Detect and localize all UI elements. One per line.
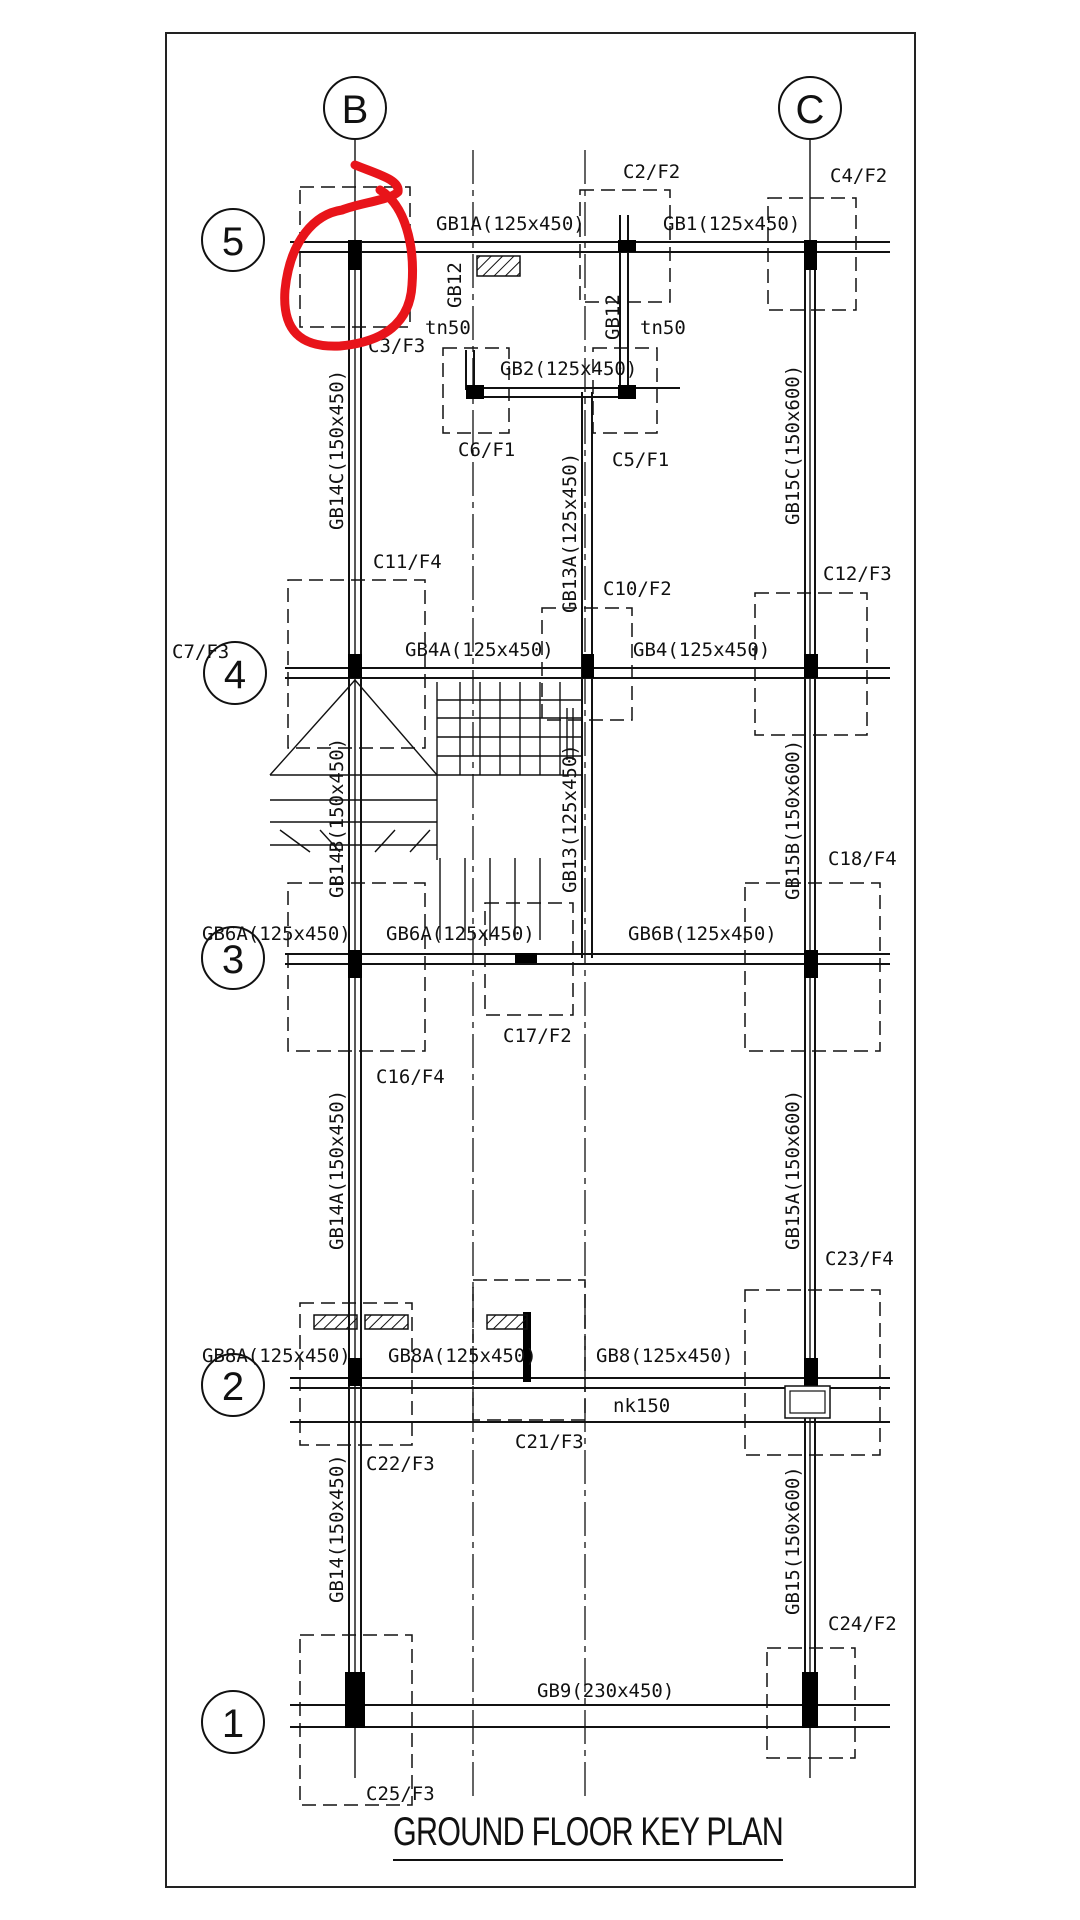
- sheet-border: [165, 32, 916, 1888]
- column-label: C12/F3: [823, 563, 892, 585]
- grid-label-c: C: [796, 88, 825, 132]
- grid-column-c: C: [778, 76, 842, 140]
- beam-label: GB14(150x450): [326, 1454, 348, 1603]
- beam-label: GB6A(125x450): [386, 923, 535, 945]
- column-label: C22/F3: [366, 1453, 435, 1475]
- columns: [345, 240, 818, 1728]
- beam-label: GB1A(125x450): [436, 213, 585, 235]
- beam-label: GB15C(150x600): [782, 365, 804, 525]
- beam-label: GB12: [602, 294, 624, 340]
- drawing-title: GROUND FLOOR KEY PLAN: [393, 1810, 784, 1861]
- column-label: C21/F3: [515, 1431, 584, 1453]
- grid-label-1: 1: [222, 1702, 244, 1746]
- grid-label-3: 3: [222, 938, 244, 982]
- beam-label: nk150: [613, 1395, 670, 1417]
- beam-label: tn50: [640, 317, 686, 339]
- beam-label: GB14C(150x450): [326, 370, 348, 530]
- beam-label: GB1(125x450): [663, 213, 800, 235]
- hatched-elements: [313, 255, 831, 1419]
- beam-label: GB2(125x450): [500, 358, 637, 380]
- staircase: [269, 679, 582, 940]
- beam-label: GB13(125x450): [559, 744, 581, 893]
- grid-label-5: 5: [222, 220, 244, 264]
- grid-row-5: 5: [201, 208, 265, 272]
- grid-column-b: B: [323, 76, 387, 140]
- column-label: C16/F4: [376, 1066, 445, 1088]
- column-label: C24/F2: [828, 1613, 897, 1635]
- column-label: C10/F2: [603, 578, 672, 600]
- vertical-beams: [348, 215, 816, 1722]
- beam-label: GB15A(150x600): [782, 1090, 804, 1250]
- beam-labels: GB1A(125x450) GB1(125x450) GB2(125x450) …: [202, 213, 800, 1702]
- grid-row-4: 4: [203, 641, 267, 705]
- column-footing-labels: C2/F2 C4/F2 C3/F3 C6/F1 C5/F1 C11/F4 C10…: [172, 161, 897, 1805]
- grid-label-b: B: [342, 88, 369, 132]
- beam-label: GB8A(125x450): [202, 1345, 351, 1367]
- vertical-beam-labels: GB12 GB12 GB14C(150x450) GB15C(150x600) …: [326, 262, 804, 1615]
- grid-row-3: 3: [201, 926, 265, 990]
- grid-label-2: 2: [222, 1365, 244, 1409]
- beam-label: GB15(150x600): [782, 1466, 804, 1615]
- red-markup-circle: [280, 160, 417, 351]
- beam-label: GB8A(125x450): [388, 1345, 537, 1367]
- column-label: C17/F2: [503, 1025, 572, 1047]
- beam-label: GB15B(150x600): [782, 740, 804, 900]
- beam-label: GB6A(125x450): [202, 923, 351, 945]
- beam-label: GB6B(125x450): [628, 923, 777, 945]
- beam-label: GB8(125x450): [596, 1345, 733, 1367]
- column-label: C5/F1: [612, 449, 669, 471]
- footings: [287, 186, 881, 1806]
- beam-label: GB14B(150x450): [326, 738, 348, 898]
- column-label: C11/F4: [373, 551, 442, 573]
- grid-row-2: 2: [201, 1353, 265, 1417]
- column-label: C4/F2: [830, 165, 887, 187]
- grid-label-4: 4: [224, 653, 246, 697]
- title-text: GROUND FLOOR KEY PLAN: [393, 1810, 783, 1854]
- beam-label: GB14A(150x450): [326, 1090, 348, 1250]
- column-label: C25/F3: [366, 1783, 435, 1805]
- beam-label: GB9(230x450): [537, 1680, 674, 1702]
- column-label: C23/F4: [825, 1248, 894, 1270]
- beam-label: GB12: [444, 262, 466, 308]
- grid-row-1: 1: [201, 1690, 265, 1754]
- beam-label: GB4A(125x450): [405, 639, 554, 661]
- column-label: C2/F2: [623, 161, 680, 183]
- column-label: C7/F3: [172, 641, 229, 663]
- beam-label: GB4(125x450): [633, 639, 770, 661]
- column-label: C18/F4: [828, 848, 897, 870]
- column-label: C6/F1: [458, 439, 515, 461]
- column-label: C3/F3: [368, 335, 425, 357]
- beam-label: GB13A(125x450): [559, 453, 581, 613]
- beam-label: tn50: [425, 317, 471, 339]
